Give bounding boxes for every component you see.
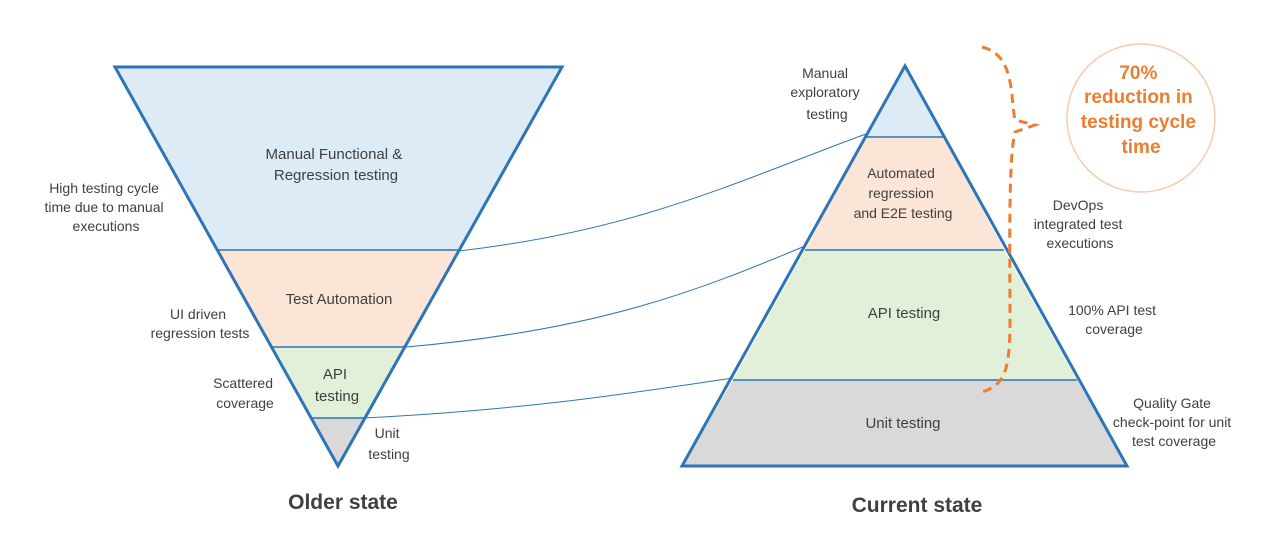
- current-outline: [679, 62, 1130, 468]
- current-note-unit: Quality Gate check-point for unit test c…: [1113, 395, 1235, 449]
- older-layer-api: [272, 347, 406, 418]
- current-note-automated: DevOps integrated test executions: [1034, 197, 1127, 251]
- older-layer-unit: [312, 418, 364, 466]
- callout-text: 70% reduction in testing cycle time: [1081, 63, 1201, 158]
- current-layer-automated-label: Automated regression and E2E testing: [854, 165, 953, 221]
- current-note-api: 100% API test coverage: [1068, 302, 1160, 337]
- current-layer-api: [733, 250, 1077, 380]
- current-layer-api-label: API testing: [868, 305, 941, 322]
- older-layer-api-label: API testing: [315, 366, 359, 405]
- connector-manual-to-automated: [458, 133, 867, 252]
- older-note-automation: UI driven regression tests: [151, 306, 250, 341]
- older-state-caption: Older state: [288, 491, 398, 514]
- older-layer-manual: [115, 67, 562, 250]
- older-layer-automation: [218, 250, 459, 347]
- current-state-caption: Current state: [852, 494, 983, 517]
- older-layer-automation-label: Test Automation: [286, 291, 393, 308]
- older-state-funnel: [112, 65, 565, 470]
- current-layer-unit: [682, 380, 1127, 466]
- current-layer-exploratory: [865, 66, 944, 137]
- older-layer-unit-label: Unit testing: [368, 425, 409, 462]
- older-note-manual: High testing cycle time due to manual ex…: [45, 180, 168, 234]
- connector-api-to-unit: [363, 377, 734, 419]
- older-layer-manual-label: Manual Functional & Regression testing: [266, 146, 407, 184]
- current-layer-exploratory-label: Manual exploratory testing: [790, 65, 863, 122]
- current-state-pyramid: [679, 62, 1130, 468]
- older-outline: [112, 65, 565, 470]
- current-layer-unit-label: Unit testing: [865, 415, 940, 432]
- older-note-api: Scattered coverage: [213, 375, 277, 411]
- current-layer-automated: [805, 137, 1004, 250]
- connector-lines: [363, 133, 867, 419]
- reduction-brace: [981, 45, 1041, 394]
- callout-circle: [1066, 43, 1216, 193]
- connector-automation-to-api: [405, 245, 806, 348]
